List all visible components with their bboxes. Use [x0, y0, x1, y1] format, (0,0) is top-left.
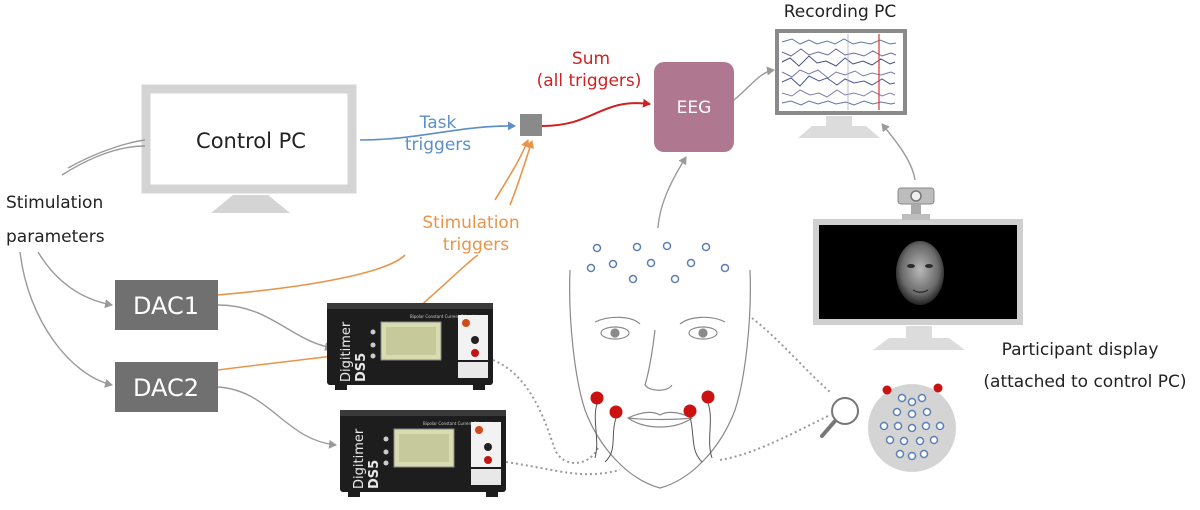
- recording-pc-monitor: Recording PC: [775, 2, 907, 138]
- face-icon: [569, 269, 751, 489]
- eeg-label: EEG: [677, 98, 712, 118]
- stimulator-2-brand: Digitimer: [352, 428, 367, 489]
- scalp-electrodes: [586, 241, 730, 284]
- stimulator-1-header: Bipolar Constant Current Stimulator: [410, 314, 482, 319]
- stimulation-parameters-line2: parameters: [6, 227, 105, 247]
- stimulator-2: Digitimer DS5 Bipolar Constant Current S…: [340, 410, 506, 497]
- sum-label: Sum (all triggers): [537, 49, 642, 91]
- participant-display-line2: (attached to control PC): [983, 372, 1186, 392]
- participant-display-monitor: [813, 219, 1023, 350]
- stimulation-triggers-line1: Stimulation: [422, 213, 519, 233]
- grey-connectors: [19, 66, 916, 449]
- sum-to-eeg-arrow: [541, 98, 651, 127]
- control-pc-label: Control PC: [196, 129, 306, 153]
- dac1-box: DAC1: [115, 280, 218, 330]
- recording-pc-label: Recording PC: [784, 2, 897, 22]
- task-triggers-label: Task triggers: [405, 113, 471, 155]
- stimulator-2-model: DS5: [367, 460, 382, 489]
- dac2-box: DAC2: [115, 362, 218, 412]
- stimulator-1-model: DS5: [354, 353, 369, 382]
- task-trigger-arrow: [359, 121, 516, 141]
- eeg-box: EEG: [654, 62, 734, 152]
- dac1-label: DAC1: [133, 292, 199, 320]
- dac2-label: DAC2: [133, 374, 199, 402]
- face-stimulus: [896, 241, 944, 305]
- control-pc-monitor: Control PC: [141, 84, 357, 213]
- sum-label-line2: (all triggers): [537, 71, 642, 91]
- sum-label-line1: Sum: [572, 49, 610, 69]
- task-triggers-line2: triggers: [405, 135, 471, 155]
- stimulation-electrodes: [590, 390, 715, 419]
- participant-display-line1: Participant display: [1002, 340, 1159, 360]
- magnifier-icon: [820, 397, 859, 438]
- stimulation-triggers-line2: triggers: [443, 235, 509, 255]
- electrode-wires: [594, 402, 713, 463]
- stimulator-cables: [492, 317, 831, 476]
- stimulator-2-header: Bipolar Constant Current Stimulator: [423, 421, 495, 426]
- stimulation-parameters-label: Stimulation parameters: [6, 193, 105, 247]
- stimulator-1: Digitimer DS5 Bipolar Constant Current S…: [327, 303, 493, 390]
- participant-display-label: Participant display (attached to control…: [983, 340, 1186, 392]
- stimulator-1-brand: Digitimer: [339, 321, 354, 382]
- stimulation-parameters-line1: Stimulation: [6, 193, 103, 213]
- stimulation-triggers-label: Stimulation triggers: [422, 213, 519, 255]
- electrode-cap-icon: [868, 383, 956, 472]
- sum-node: [520, 114, 542, 136]
- webcam-icon: [897, 187, 935, 220]
- task-triggers-line1: Task: [419, 113, 457, 133]
